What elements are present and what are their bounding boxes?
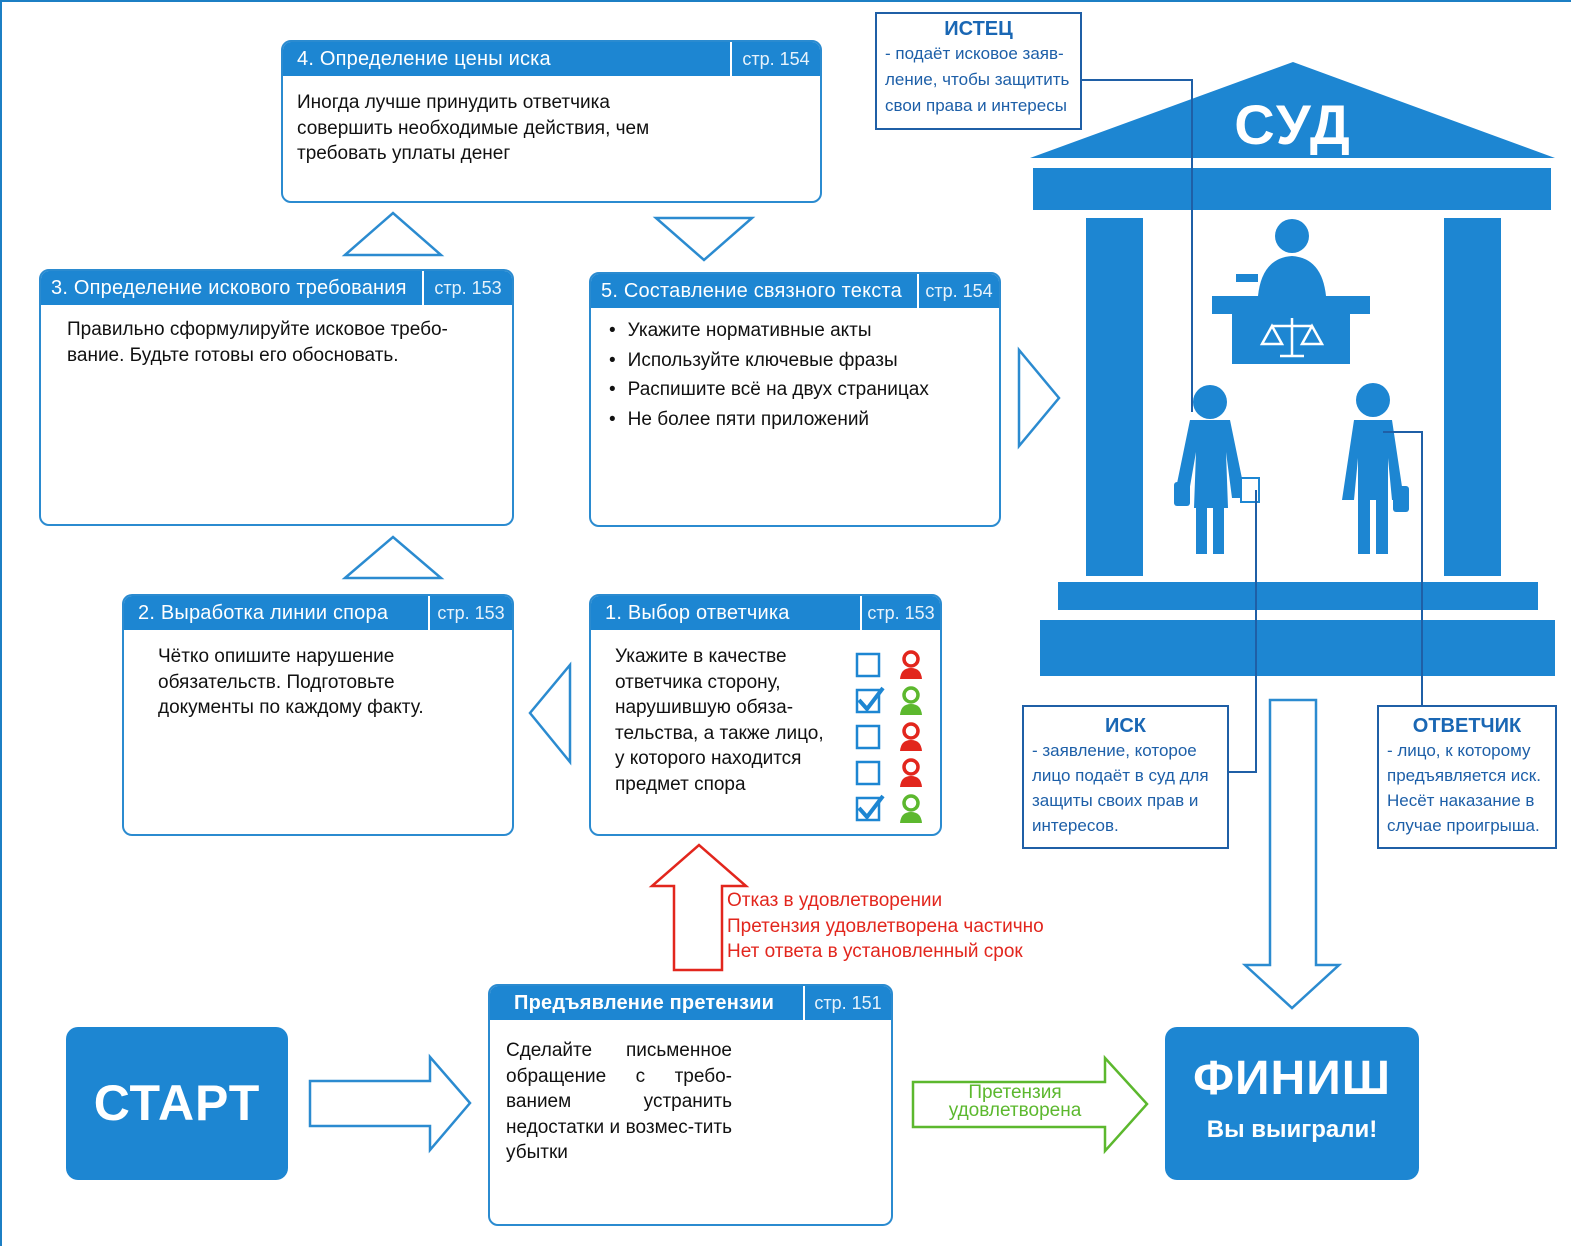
finish-title: ФИНИШ [1193,1052,1391,1105]
arrow-right-5-to-court [1017,346,1061,450]
definition-lawsuit: ИСК - заявление, которое лицо подаёт в с… [1022,705,1229,849]
card-title: 3. Определение искового требования [51,277,407,299]
card-title: 4. Определение цены иска [297,48,551,70]
list-item: Распишите всё на двух страницах [609,375,929,405]
card-dispute-line: 2. Выработка линии спора стр. 153 Чётко … [122,594,514,836]
definition-text: - подаёт исковое заяв-ление, чтобы защит… [885,44,1070,115]
page-reference: стр. 153 [422,271,512,305]
court-building [1030,62,1555,676]
card-header: 5. Составление связного текста стр. 154 [591,274,999,308]
arrow-up-2-to-3 [341,535,445,580]
card-header: 2. Выработка линии спора стр. 153 [124,596,512,630]
card-title: 5. Составление связного текста [601,280,902,302]
list-item: Укажите нормативные акты [609,316,929,346]
arrow-green-right [911,1054,1149,1155]
definition-text: - заявление, которое лицо подаёт в суд д… [1032,741,1209,835]
list-item: Используйте ключевые фразы [609,346,929,376]
rejection-reason: Нет ответа в установленный срок [727,941,1023,962]
rejection-reason: Отказ в удовлетворении [727,890,943,911]
person-red-icon [902,758,920,776]
finish-subtitle: Вы выиграли! [1206,1116,1378,1143]
satisfied-label: Претензия удовлетворена [948,1082,1082,1121]
card-header: 3. Определение искового требования стр. … [41,271,512,305]
rejection-reason: Претензия удовлетворена частично [727,915,1044,937]
person-red-icon [902,722,920,740]
definition-defendant: ОТВЕТЧИК - лицо, к которому предъявляетс… [1377,705,1557,849]
unchecked-row [855,722,922,751]
card-title: 1. Выбор ответчика [605,602,790,624]
list-item: Не более пяти приложений [609,405,929,435]
definition-connectors [1082,79,1423,773]
card-title: Предъявление претензии [514,992,775,1014]
arrow-start-to-claim [308,1053,472,1154]
page-reference: стр. 151 [803,986,891,1020]
arrow-left-1-to-2 [528,661,572,766]
card-header: 1. Выбор ответчика стр. 153 [591,596,940,630]
card-text: Сделайте письменное обращение с требо-ва… [506,1040,732,1163]
definition-title: ИСК [1104,715,1147,737]
arrow-down-4-to-5 [652,216,756,262]
arrow-up-3-to-4 [341,211,445,257]
check-mark-icon [857,794,885,821]
person-green-icon [902,794,920,812]
card-header: Предъявление претензии стр. 151 [490,986,891,1020]
court-label: СУД [1234,93,1352,156]
person-green-icon [902,686,920,704]
card-header: 4. Определение цены иска стр. 154 [283,42,820,76]
card-claim: Предъявление претензии стр. 151 Сделайте… [488,984,893,1226]
checked-row [855,686,922,715]
finish-button[interactable]: ФИНИШ Вы выиграли! [1165,1027,1419,1180]
respondent-checklist [853,648,933,828]
page-reference: стр. 154 [730,42,820,76]
definition-title: ОТВЕТЧИК [1412,715,1522,737]
person-body-icon [900,704,922,715]
card-text: Правильно сформулируйте исковое требо-ва… [67,319,448,366]
checkbox-icon [855,760,881,786]
page-reference: стр. 153 [428,596,512,630]
card-text: Укажите в качестве ответчика сторону, на… [615,646,824,795]
definition-title: ИСТЕЦ [944,18,1013,40]
unchecked-row [855,758,922,787]
arrow-court-to-finish [1241,698,1343,1010]
person-body-icon [900,776,922,787]
start-button[interactable]: СТАРТ [66,1027,288,1180]
unchecked-row [855,650,922,679]
card-text: Иногда лучше принудить ответчика соверши… [297,92,650,164]
check-mark-icon [857,686,885,713]
checkbox-icon [855,652,881,678]
page-reference: стр. 153 [860,596,940,630]
start-label: СТАРТ [93,1075,261,1131]
card-requirement: 3. Определение искового требования стр. … [39,269,514,526]
page-reference: стр. 154 [917,274,999,308]
definition-text: - лицо, к которому предъявляется иск. Не… [1387,741,1541,835]
rejection-reasons: Отказ в удовлетворении Претензия удовлет… [727,888,1044,965]
arrow-red-up [648,843,750,972]
person-body-icon [900,668,922,679]
card-text: Чётко опишите нарушение обязательств. По… [158,646,424,718]
card-title: 2. Выработка линии спора [138,602,389,624]
checkbox-icon [855,724,881,750]
person-red-icon [902,650,920,668]
person-body-icon [900,812,922,823]
recommendations-list: Укажите нормативные акты Используйте клю… [609,316,929,434]
checked-row [855,794,922,823]
card-claim-price: 4. Определение цены иска стр. 154 Иногда… [281,40,822,203]
card-respondent-choice: 1. Выбор ответчика стр. 153 Укажите в ка… [589,594,942,836]
card-coherent-text: 5. Составление связного текста стр. 154 … [589,272,1001,527]
definition-plaintiff: ИСТЕЦ - подаёт исковое заяв-ление, чтобы… [875,12,1082,130]
person-body-icon [900,740,922,751]
